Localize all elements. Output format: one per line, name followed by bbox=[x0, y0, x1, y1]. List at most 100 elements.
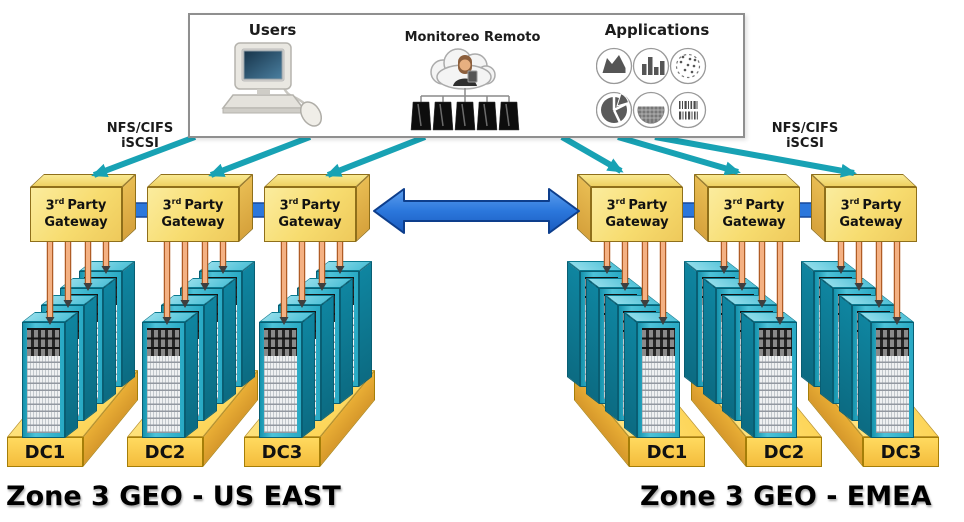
cable-arrowhead bbox=[317, 283, 327, 291]
rack-dark-slots bbox=[642, 328, 675, 356]
applications-label: Applications bbox=[604, 21, 710, 39]
rack-dark-slots bbox=[876, 328, 909, 356]
cable-arrowhead bbox=[658, 317, 668, 325]
rack-light-slots bbox=[642, 356, 675, 433]
server-rack bbox=[858, 311, 914, 438]
cable-arrowhead bbox=[620, 283, 630, 291]
cable-arrowhead bbox=[757, 300, 767, 308]
users-label: Users bbox=[248, 21, 297, 39]
cable-arrowhead bbox=[63, 300, 73, 308]
datacenter-platform: DC1 bbox=[7, 370, 139, 467]
zone-title-left: Zone 3 GEO - US EAST bbox=[6, 481, 341, 512]
cable-arrowhead bbox=[200, 283, 210, 291]
applications-icons bbox=[596, 47, 707, 129]
platform-front-face: DC2 bbox=[127, 437, 203, 467]
cable-arrowhead bbox=[640, 300, 650, 308]
desktop-computer-icon bbox=[221, 42, 323, 127]
protocol-line1: NFS/CIFS bbox=[771, 121, 839, 136]
datacenter-label: DC3 bbox=[261, 441, 303, 463]
datacenter-platform: DC3 bbox=[244, 370, 376, 467]
rack-front-face bbox=[22, 322, 65, 438]
area-chart-icon bbox=[602, 55, 626, 73]
platform-front-face: DC3 bbox=[863, 437, 939, 467]
rack-light-slots bbox=[264, 356, 297, 433]
cable-arrowhead bbox=[719, 266, 729, 274]
tree-links bbox=[420, 88, 510, 102]
rack-light-slots bbox=[147, 356, 180, 433]
cable-arrowhead bbox=[101, 266, 111, 274]
cable-arrowhead bbox=[892, 317, 902, 325]
uplink-arrow bbox=[560, 134, 624, 174]
pie-chart-icon bbox=[601, 92, 630, 124]
rack-light-slots bbox=[876, 356, 909, 433]
protocol-line1: NFS/CIFS bbox=[106, 121, 174, 136]
cable-arrowhead bbox=[162, 317, 172, 325]
rack-front-face bbox=[754, 322, 797, 438]
uplink-arrow bbox=[208, 134, 312, 178]
protocol-line2: iSCSI bbox=[121, 136, 159, 151]
barcode-icon bbox=[679, 101, 698, 120]
uplink-arrow bbox=[91, 134, 197, 178]
rack-front-face bbox=[871, 322, 914, 438]
geo-replication-arrow bbox=[373, 188, 580, 234]
datacenter-label: DC3 bbox=[880, 441, 922, 463]
uplink-arrow bbox=[654, 134, 857, 178]
platform-front-face: DC3 bbox=[244, 437, 320, 467]
platform-front-face: DC1 bbox=[7, 437, 83, 467]
rack-light-slots bbox=[759, 356, 792, 433]
datacenter-label: DC2 bbox=[144, 441, 186, 463]
server-rack bbox=[22, 311, 78, 438]
filled-area-icon bbox=[637, 106, 665, 124]
datacenter-platform: DC3 bbox=[807, 370, 939, 467]
scatter-plot-icon bbox=[675, 53, 701, 79]
datacenter-platform: DC2 bbox=[127, 370, 259, 467]
cable-arrowhead bbox=[854, 283, 864, 291]
protocol-label-left: NFS/CIFS iSCSI bbox=[95, 121, 185, 151]
server-rack bbox=[259, 311, 315, 438]
datacenter-label: DC2 bbox=[763, 441, 805, 463]
server-rack bbox=[624, 311, 680, 438]
cable-arrowhead bbox=[602, 266, 612, 274]
uplink-arrow bbox=[325, 134, 427, 178]
datacenter-platform: DC1 bbox=[573, 370, 705, 467]
rack-front-face bbox=[637, 322, 680, 438]
cable-arrowhead bbox=[836, 266, 846, 274]
rack-light-slots bbox=[27, 356, 60, 433]
cable-arrowhead bbox=[335, 266, 345, 274]
platform-front-face: DC1 bbox=[629, 437, 705, 467]
server-rack bbox=[741, 311, 797, 438]
bar-chart-icon bbox=[642, 57, 665, 75]
cable-arrowhead bbox=[45, 317, 55, 325]
cable-arrowhead bbox=[279, 317, 289, 325]
rack-dark-slots bbox=[759, 328, 792, 356]
remote-monitoring-icon bbox=[410, 48, 520, 131]
cable-arrowhead bbox=[83, 283, 93, 291]
rack-front-face bbox=[259, 322, 302, 438]
server-rack bbox=[142, 311, 198, 438]
datacenter-label: DC1 bbox=[24, 441, 66, 463]
uplink-arrow bbox=[617, 134, 741, 176]
cable-arrowhead bbox=[297, 300, 307, 308]
rack-dark-slots bbox=[27, 328, 60, 356]
cable-arrowhead bbox=[737, 283, 747, 291]
cable-arrowhead bbox=[775, 317, 785, 325]
monitoring-label: Monitoreo Remoto bbox=[404, 30, 541, 45]
datacenter-platform: DC2 bbox=[690, 370, 822, 467]
